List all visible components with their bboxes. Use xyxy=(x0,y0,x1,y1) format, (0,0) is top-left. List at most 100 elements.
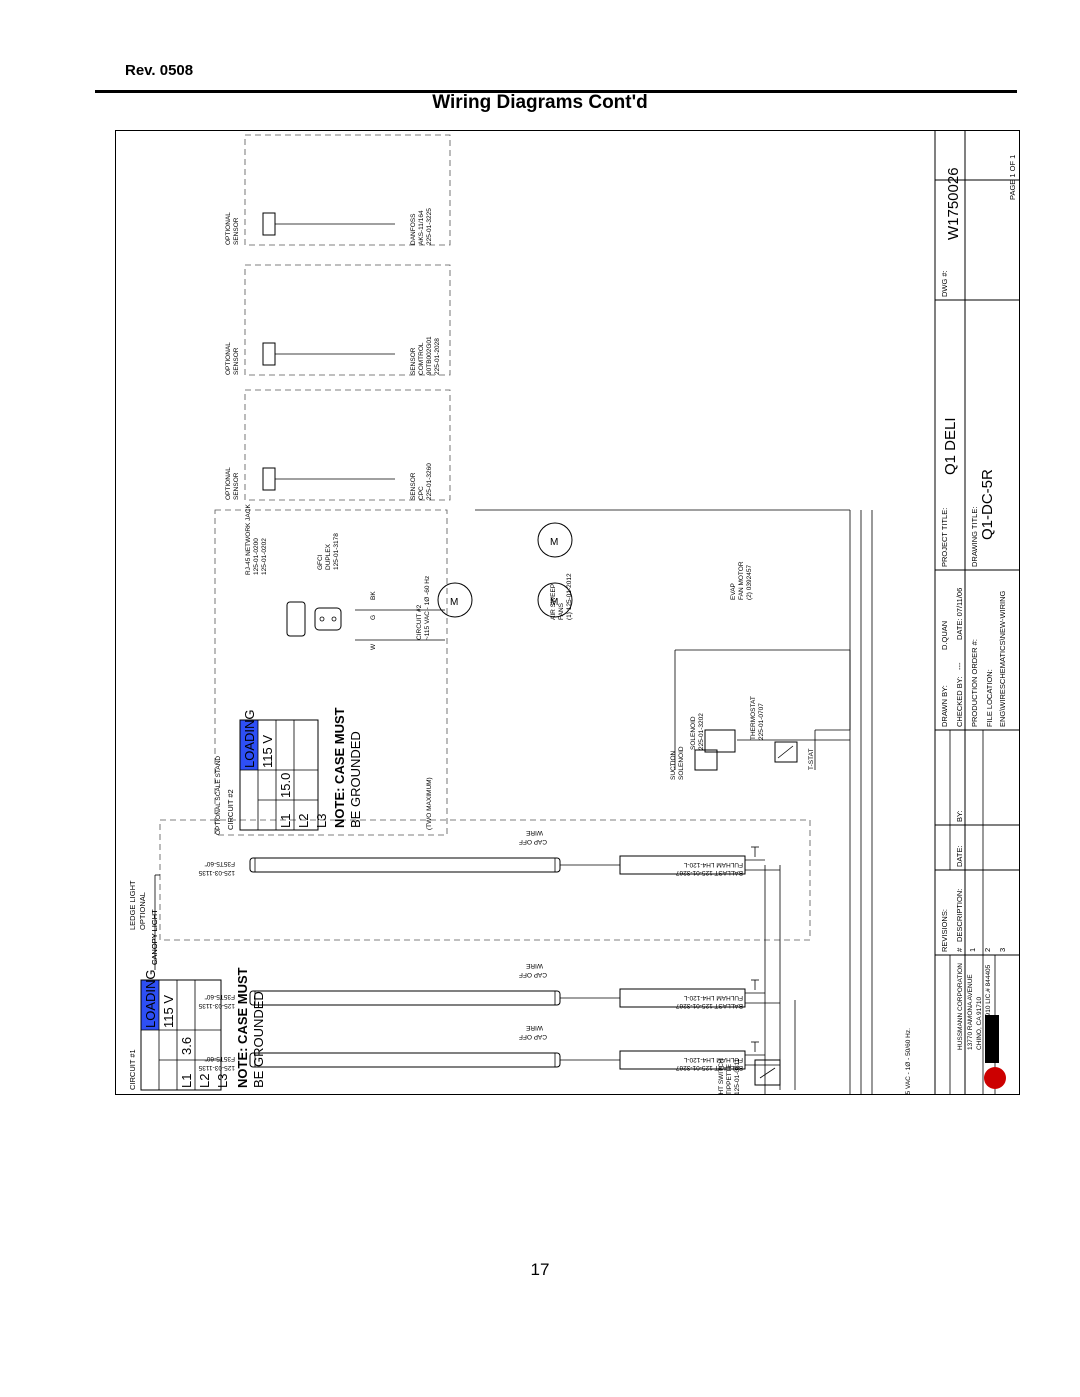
canopy-lamp-2-ballast-label-2: FULHAM LH4-120-L xyxy=(683,1056,743,1063)
circuit1-l3: L3 xyxy=(215,1074,230,1088)
rev-col-date: DATE: xyxy=(955,845,964,867)
rev-num-1: 1 xyxy=(968,948,977,952)
wire-w: W xyxy=(370,643,377,650)
evap-motor-2-label: M xyxy=(550,537,558,548)
canopy-lamp-1-partno: 125-03-1135 xyxy=(198,1002,235,1009)
circuit1-voltage: 115 V xyxy=(161,995,176,1028)
sensor-text-comtrol-2: 90TB002G01 xyxy=(426,336,433,375)
sensor-text-danfoss-1: AKS-11/164 xyxy=(418,210,425,245)
canopy-lamp-2-capoff-wire: WIRE xyxy=(525,1024,543,1031)
sensor-text-cpc-0: SENSOR xyxy=(410,472,417,500)
page-title: Wiring Diagrams Cont'd xyxy=(432,92,648,113)
evap-motor-2-icon xyxy=(537,522,573,558)
production-order-label: PRODUCTION ORDER #: xyxy=(970,639,979,727)
rj45-jack-icon xyxy=(286,601,306,637)
sheet-border xyxy=(115,130,1020,1095)
thermostat-icon xyxy=(774,741,798,763)
project-title: Q1 DELI xyxy=(942,417,959,475)
sensor-optional-comtrol: OPTIONAL xyxy=(225,342,232,375)
sensor-optional-cpc: OPTIONAL xyxy=(225,467,232,500)
canopy-lamp-2-capoff: CAP OFF xyxy=(519,1033,547,1040)
gfci-outlet-icon xyxy=(314,607,342,631)
ledge-lamp-part: F35T5-60" xyxy=(204,860,235,867)
checked-by-label: CHECKED BY: xyxy=(955,677,964,727)
ledge-lamp-ballast-label-2: FULHAM LH4-120-L xyxy=(683,861,743,868)
light-switch-label: LIGHT SWITCH xyxy=(718,1058,725,1095)
sensor-box-cpc xyxy=(244,389,451,501)
canopy-lamp-2-part: F35T5-60" xyxy=(204,1055,235,1062)
hussmann-logo xyxy=(984,1015,1006,1089)
page-number: 17 xyxy=(530,1260,550,1279)
air-sweep-motor-label: M xyxy=(450,597,458,608)
rev-col-by: BY: xyxy=(955,810,964,822)
light-switch-partno: 125-01-0311 xyxy=(734,1058,741,1095)
canopy-lamp-1-ballast-label-1: BALLAST 125-01-3267 xyxy=(676,1002,743,1009)
circuit1-note-2: BE GROUNDED xyxy=(251,991,266,1088)
solenoid-label: SOLENOID xyxy=(690,716,697,750)
evap-motor-1-label: M xyxy=(550,597,558,608)
circuit2-note-1: NOTE: CASE MUST xyxy=(332,707,347,828)
tstat-label: T-STAT xyxy=(808,749,815,770)
canopy-lamp-2-ballast-label-1: BALLAST 125-01-3267 xyxy=(676,1064,743,1071)
revisions-label: REVISIONS: xyxy=(940,909,949,952)
circuit1-note-1: NOTE: CASE MUST xyxy=(235,967,250,1088)
solenoid-icon xyxy=(704,729,736,753)
sensor-text-danfoss-2: 225-01-3225 xyxy=(426,208,433,245)
circuit2-l1: L1 xyxy=(278,814,293,828)
light-switch-icon xyxy=(754,1059,781,1086)
project-title-label: PROJECT TITLE: xyxy=(940,508,949,567)
evap-fan-motor: FAN MOTOR xyxy=(738,561,745,600)
revision-label: Rev. 0508 xyxy=(125,62,194,79)
wiring-diagram: HUSSMANN CORPORATION 13770 RAMONA AVENUE… xyxy=(115,130,1020,1095)
evap-label: EVAP xyxy=(730,583,737,600)
air-sweep-motor-icon xyxy=(437,582,473,618)
canopy-lamp-1-part: F35T5-60" xyxy=(204,993,235,1000)
canopy-lamp-1-capoff: CAP OFF xyxy=(519,971,547,978)
wire-bk: BK xyxy=(370,591,377,600)
dwg-number: W1750026 xyxy=(945,167,962,240)
circuit1-l1-amps: 3.6 xyxy=(179,1037,194,1055)
date-label: DATE: 07/11/06 xyxy=(955,588,964,640)
rj45-label: RJ-45 NETWORK JACK xyxy=(245,504,252,575)
company-line-2: 13770 RAMONA AVENUE xyxy=(967,974,974,1050)
suction-solenoid-label: SOLENOID xyxy=(678,746,685,780)
light-switch-model: TIPPETTE xyxy=(726,1063,733,1095)
air-sweep-partno: (1) 125-01-2012 xyxy=(566,573,573,620)
sensor-text-cpc-2: 225-01-3260 xyxy=(426,463,433,500)
canopy-lamp-2-tube xyxy=(249,1052,561,1068)
circuit2-l2: L2 xyxy=(296,814,311,828)
evap-motor-1-icon xyxy=(537,582,573,618)
canopy-light-label: CANOPY LIGHT xyxy=(150,909,159,965)
wire-g: G xyxy=(370,615,377,620)
file-path: ENG\WIRESCHEMATICS\NEW-WIRING xyxy=(998,590,1007,727)
checked-by-name: --- xyxy=(955,662,964,670)
sensor-probe-comtrol xyxy=(262,342,276,366)
suction-solenoid-icon xyxy=(694,749,718,771)
rev-num-2: 2 xyxy=(983,948,992,952)
ledge-lamp-capoff: CAP OFF xyxy=(519,838,547,845)
rev-col-num: # xyxy=(955,947,964,952)
circuit1-loading: LOADING xyxy=(143,969,158,1028)
drawn-by-name: D.QUAN xyxy=(940,621,949,650)
circuit2-voltage: 115 V xyxy=(260,735,275,768)
page-count: PAGE 1 OF 1 xyxy=(1008,155,1017,200)
rev-num-3: 3 xyxy=(998,948,1007,952)
thermostat-label: THERMOSTAT xyxy=(750,696,757,740)
canopy-lamp-1-capoff-wire: WIRE xyxy=(525,962,543,969)
sensor-sensor-comtrol: SENSOR xyxy=(233,347,240,375)
supply-label: ~115 VAC - 1Ø - 50/60 Hz. xyxy=(905,1028,912,1095)
rj45-partno-1: 125-01-0200 xyxy=(253,538,260,575)
sensor-box-danfoss xyxy=(244,134,451,246)
gfci-label: GFCI xyxy=(317,554,324,570)
gfci-partno: 125-01-3178 xyxy=(333,533,340,570)
company-line-4: (909) 590-4910 LIC.# 844405 xyxy=(985,964,992,1050)
circuit2-l3: L3 xyxy=(314,814,329,828)
air-sweep-label: AIR SWEEP xyxy=(550,584,557,620)
ledge-light-label-2: OPTIONAL xyxy=(138,892,147,930)
rj45-partno-2: 125-01-0202 xyxy=(261,538,268,575)
circuit2-bottom-label: CIRCUIT #2 xyxy=(416,604,423,640)
scale-stand-label: OPTIONAL SCALE STAND xyxy=(215,756,222,835)
circuit2-supply: ~115 VAC - 1Ø -60 Hz xyxy=(424,576,431,640)
drawing-title: Q1-DC-5R xyxy=(979,469,996,540)
sensor-sensor-cpc: SENSOR xyxy=(233,472,240,500)
